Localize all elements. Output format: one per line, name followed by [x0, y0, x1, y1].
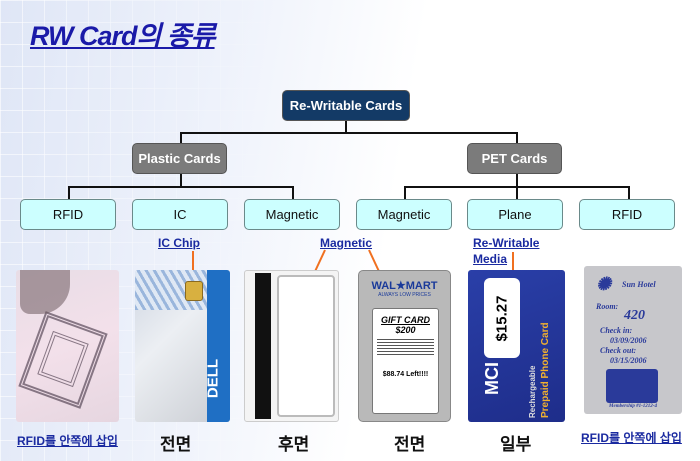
- mci-logo: MCI: [482, 362, 502, 395]
- callout-magnetic[interactable]: Magnetic: [320, 236, 373, 250]
- card-price: $15.27: [493, 295, 511, 341]
- card-text: Prepaid Phone Card: [540, 322, 551, 418]
- card-text: Rechargeable: [528, 365, 537, 418]
- membership-number: Membership #1-1212-4: [609, 404, 657, 409]
- walmart-logo: WAL★MART: [371, 280, 438, 292]
- room-label: Room:: [596, 302, 619, 311]
- caption-front: 전면: [394, 435, 426, 454]
- house-icon: [606, 369, 658, 403]
- dell-logo: DELL: [204, 358, 222, 399]
- sun-icon: ✺: [596, 274, 612, 294]
- connector: [516, 132, 518, 143]
- connector: [68, 186, 294, 188]
- gift-card-balance: $88.74 Left!!!!: [382, 371, 429, 378]
- checkout-date: 03/15/2006: [610, 356, 647, 365]
- caption-rfid-insert[interactable]: RFID를 안쪽에 삽입: [17, 434, 118, 448]
- node-pet-rfid: RFID: [579, 199, 675, 230]
- node-plastic-cards: Plastic Cards: [132, 143, 227, 174]
- ic-card-image: DELL: [135, 270, 230, 422]
- node-plastic-magnetic: Magnetic: [244, 199, 340, 230]
- hotel-name: Sun Hotel: [622, 280, 656, 289]
- gift-card-label: GIFT CARD: [381, 315, 430, 325]
- connector: [516, 186, 518, 199]
- caption-back: 후면: [278, 435, 310, 454]
- gift-card-amount: $200: [395, 325, 416, 335]
- mci-phone-card-image: $15.27 MCI Rechargeable Prepaid Phone Ca…: [468, 270, 565, 422]
- walmart-slogan: ALWAYS LOW PRICES: [378, 292, 431, 298]
- caption-partial: 일부: [500, 435, 532, 454]
- connector: [404, 186, 406, 199]
- caption-front: 전면: [160, 435, 192, 454]
- node-pet-cards: PET Cards: [467, 143, 562, 174]
- node-plastic-rfid: RFID: [20, 199, 116, 230]
- callout-line: Re-Writable: [473, 236, 540, 250]
- room-number: 420: [624, 308, 645, 323]
- checkin-label: Check in:: [600, 326, 633, 335]
- node-re-writable-cards: Re-Writable Cards: [282, 90, 410, 121]
- magnetic-back-card-image: [244, 270, 339, 422]
- node-pet-magnetic: Magnetic: [356, 199, 452, 230]
- checkin-date: 03/09/2006: [610, 336, 647, 345]
- connector: [516, 174, 518, 187]
- arrow-icon: [313, 249, 326, 273]
- node-pet-plane: Plane: [467, 199, 563, 230]
- caption-rfid-insert[interactable]: RFID를 안쪽에 삽입: [581, 431, 682, 445]
- callout-line: Media: [473, 252, 508, 266]
- connector: [180, 132, 518, 134]
- callout-ic-chip[interactable]: IC Chip: [158, 236, 200, 250]
- connector: [292, 186, 294, 199]
- arrow-icon: [368, 249, 381, 273]
- connector: [628, 186, 630, 199]
- arrow-icon: [192, 251, 194, 281]
- connector: [180, 174, 182, 187]
- connector: [180, 132, 182, 143]
- connector: [68, 186, 70, 199]
- rfid-card-image: [16, 270, 119, 422]
- arrow-icon: [512, 252, 514, 280]
- walmart-gift-card-image: WAL★MART ALWAYS LOW PRICES GIFT CARD $20…: [358, 270, 451, 422]
- hotel-key-card-image: ✺ Sun Hotel Room: 420 Check in: 03/09/20…: [584, 266, 682, 414]
- connector: [345, 121, 347, 133]
- node-plastic-ic: IC: [132, 199, 228, 230]
- checkout-label: Check out:: [600, 346, 637, 355]
- page-title: RW Card의 종류: [30, 21, 216, 51]
